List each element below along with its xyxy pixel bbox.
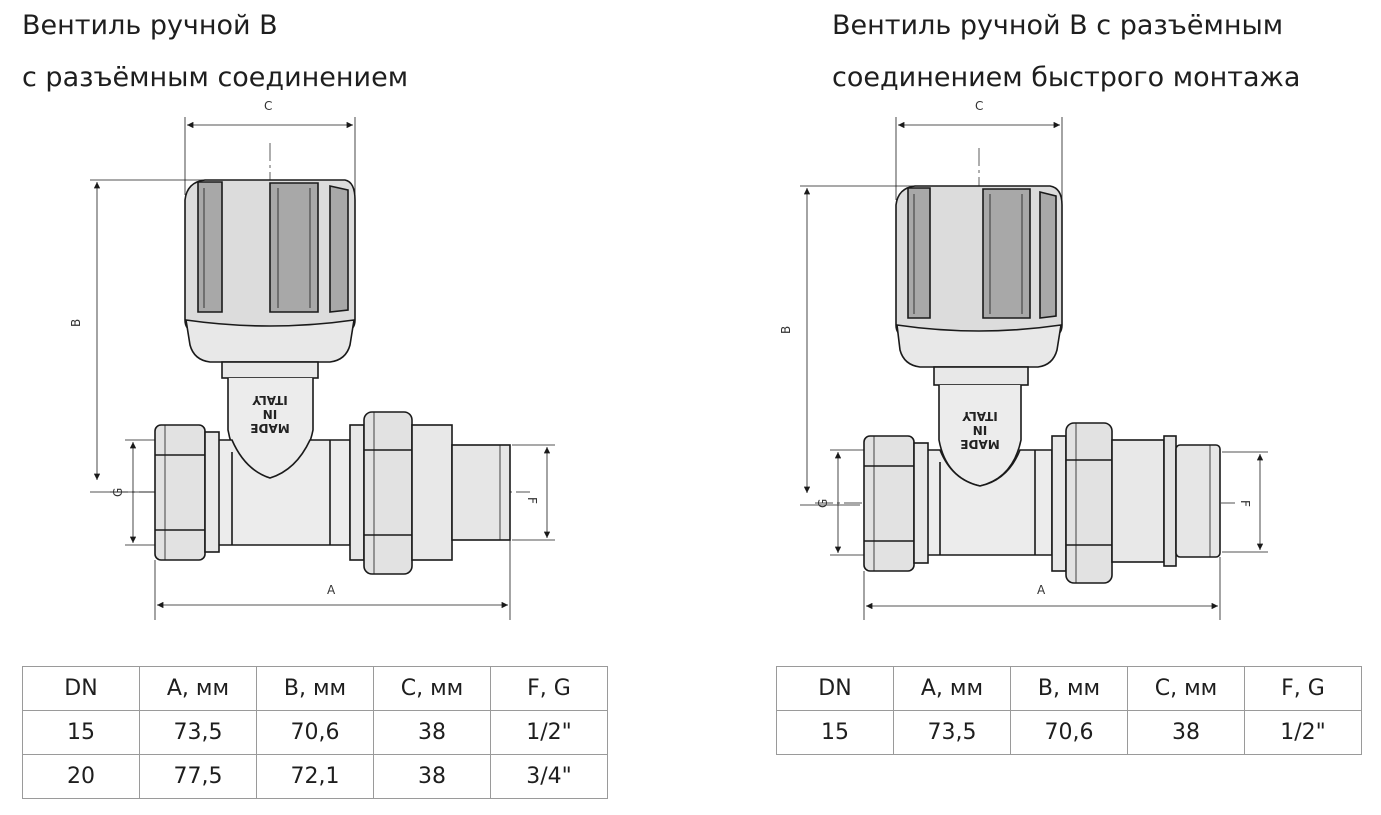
col-b: B, мм (256, 666, 374, 711)
cell: 1/2" (1244, 710, 1362, 755)
table-row: 15 73,5 70,6 38 1/2" (776, 710, 1362, 755)
col-fg: F, G (1244, 666, 1362, 711)
dim-b-label: B (779, 326, 793, 334)
col-a: A, мм (893, 666, 1011, 711)
col-c: C, мм (1127, 666, 1245, 711)
dim-c-label: C (264, 99, 272, 113)
marking-line-2: IN (973, 423, 988, 437)
col-fg: F, G (490, 666, 608, 711)
marking-line-2: IN (263, 407, 278, 421)
table-row: 20 77,5 72,1 38 3/4" (22, 754, 608, 799)
cell: 73,5 (139, 710, 257, 755)
marking-line-1: MADE (250, 421, 289, 435)
table-header-row: DN A, мм B, мм C, мм F, G (22, 666, 608, 711)
cell: 38 (373, 754, 491, 799)
panel-valve-quick-mount: Вентиль ручной В с разъёмным соединением… (690, 0, 1381, 815)
title-valve-union: Вентиль ручной В с разъёмным соединением (22, 0, 408, 104)
spec-table-union: DN A, мм B, мм C, мм F, G 15 73,5 70,6 3… (22, 666, 608, 799)
cell: 3/4" (490, 754, 608, 799)
dim-g-label: G (816, 499, 830, 508)
cell: 72,1 (256, 754, 374, 799)
cell: 70,6 (256, 710, 374, 755)
dim-c-label: C (975, 99, 983, 113)
title-line-2: с разъёмным соединением (22, 62, 409, 93)
spec-table-quick-mount: DN A, мм B, мм C, мм F, G 15 73,5 70,6 3… (776, 666, 1362, 755)
dim-a-label: A (1037, 583, 1046, 597)
title-line-2: соединением быстрого монтажа (832, 62, 1301, 93)
valve-drawing-quick-mount: C B G F A MADE IN ITALY (779, 99, 1268, 620)
dim-b-label: B (69, 319, 83, 327)
panel-valve-union: Вентиль ручной В с разъёмным соединением (0, 0, 690, 815)
dim-f-label: F (1238, 500, 1252, 507)
marking-line-3: ITALY (252, 393, 288, 407)
cell: 70,6 (1010, 710, 1128, 755)
dim-a-label: A (327, 583, 336, 597)
cell: 38 (373, 710, 491, 755)
title-line-1: Вентиль ручной В с разъёмным (832, 10, 1284, 41)
valve-drawing-union: C B G F A MADE IN ITALY (69, 99, 555, 620)
cell: 20 (22, 754, 140, 799)
cell: 15 (22, 710, 140, 755)
marking-line-3: ITALY (962, 409, 998, 423)
dim-g-label: G (111, 488, 125, 497)
col-c: C, мм (373, 666, 491, 711)
marking-line-1: MADE (960, 437, 999, 451)
col-dn: DN (22, 666, 140, 711)
cell: 38 (1127, 710, 1245, 755)
title-valve-quick-mount: Вентиль ручной В с разъёмным соединением… (832, 0, 1300, 104)
cell: 15 (776, 710, 894, 755)
table-row: 15 73,5 70,6 38 1/2" (22, 710, 608, 755)
dim-f-label: F (525, 497, 539, 504)
cell: 73,5 (893, 710, 1011, 755)
table-header-row: DN A, мм B, мм C, мм F, G (776, 666, 1362, 711)
col-b: B, мм (1010, 666, 1128, 711)
col-a: A, мм (139, 666, 257, 711)
cell: 77,5 (139, 754, 257, 799)
col-dn: DN (776, 666, 894, 711)
title-line-1: Вентиль ручной В (22, 10, 278, 41)
cell: 1/2" (490, 710, 608, 755)
